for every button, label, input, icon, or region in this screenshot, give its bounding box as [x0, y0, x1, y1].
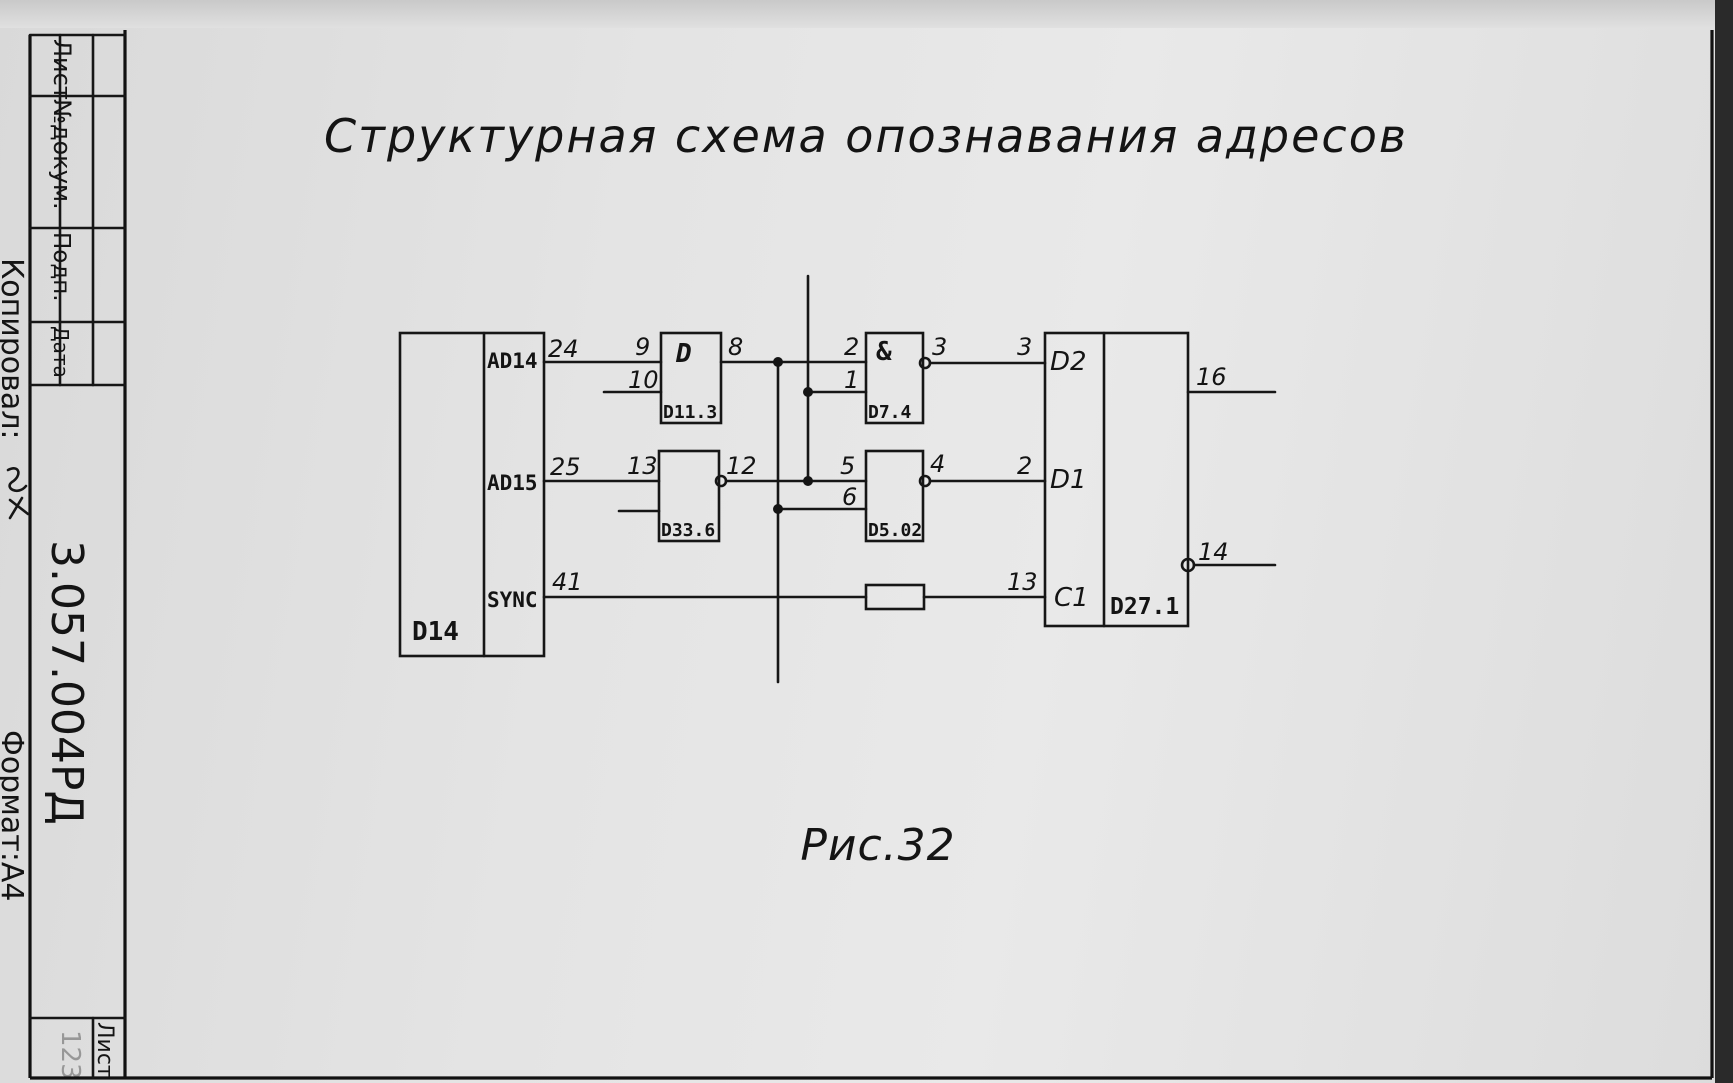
junction-dot: [773, 357, 783, 367]
d11-3-pin-8: 8: [728, 333, 743, 361]
title-stamp: Лист №докум. Подп. Дата 3.057.004РД Копи…: [0, 33, 127, 1080]
schematic: D14 AD14 AD15 SYNC 24 25 41 D D11.3 9 10…: [398, 274, 1277, 684]
paper-right-edge: [1715, 0, 1733, 1083]
d7-4-pin-3: 3: [932, 333, 947, 361]
gate-d5-02-name: D5.02: [868, 520, 922, 541]
stamp-sheet-number: 123: [55, 1030, 85, 1080]
d11-3-pin-9: 9: [635, 333, 650, 361]
figure-caption: Рис.32: [800, 820, 955, 871]
d11-3-pin-10: 10: [628, 366, 659, 394]
stamp-col-list: Лист: [48, 39, 76, 100]
d27-1-pin-14: 14: [1198, 538, 1229, 566]
d27-1-pin-16: 16: [1196, 363, 1227, 391]
stamp-copied: Копировал:: [0, 258, 29, 440]
d27-1-pin-2: 2: [1017, 452, 1032, 480]
d27-1-input-d2: D2: [1050, 347, 1087, 377]
page-title: Структурная схема опознавания адресов: [324, 109, 1408, 163]
d33-6-inversion-dot: [714, 474, 728, 488]
resistor: [864, 583, 926, 611]
d14-pin-label-sync: SYNC: [487, 588, 538, 612]
gate-d7-4-symbol: &: [876, 337, 892, 367]
gate-d11-3: D D11.3 9 10 8: [628, 331, 743, 425]
gate-d7-4: & D7.4 2 1 3: [844, 331, 947, 425]
stamp-col-sign: Подп.: [48, 232, 74, 302]
chip-d27-1: D2 D1 C1 D27.1 3 2 13 16 14: [1007, 331, 1229, 628]
d27-1-input-c1: C1: [1054, 583, 1089, 613]
gate-d7-4-name: D7.4: [868, 402, 912, 423]
d27-1-pin-3: 3: [1017, 333, 1032, 361]
d7-4-pin-1: 1: [844, 366, 859, 394]
copier-signature: [6, 467, 30, 520]
d5-02-pin-4: 4: [930, 450, 945, 478]
junction-dot: [803, 476, 813, 486]
d7-4-inversion-dot: [918, 356, 932, 370]
gate-d33-6-name: D33.6: [661, 520, 715, 541]
d27-1-input-d1: D1: [1050, 465, 1087, 495]
d33-6-pin-12: 12: [726, 452, 757, 480]
drawing-frame: [28, 30, 1714, 1080]
chip-d27-1-name: D27.1: [1110, 594, 1179, 620]
gate-d5-02: D5.02 5 6 4: [840, 449, 945, 543]
d14-pin-num-41: 41: [552, 568, 583, 596]
stamp-doc-code: 3.057.004РД: [41, 540, 92, 825]
d33-6-pin-13: 13: [627, 452, 658, 480]
gate-d11-3-symbol: D: [675, 339, 692, 369]
stamp-sheet-label: Лист: [92, 1022, 117, 1078]
stamp-col-date: Дата: [49, 326, 73, 378]
stamp-col-doc: №докум.: [48, 99, 76, 210]
d27-1-pin-13: 13: [1007, 568, 1038, 596]
junction-dot: [803, 387, 813, 397]
chip-d14-name: D14: [412, 617, 459, 647]
d14-pin-num-24: 24: [548, 335, 579, 363]
d14-pin-label-ad14: AD14: [487, 349, 538, 373]
paper-top-edge: [0, 0, 1733, 28]
d5-02-inversion-dot: [918, 474, 932, 488]
gate-d33-6: D33.6 13 12: [627, 449, 757, 543]
d7-4-pin-2: 2: [844, 333, 859, 361]
d5-02-pin-5: 5: [840, 452, 855, 480]
junction-dot: [773, 504, 783, 514]
d14-pin-label-ad15: AD15: [487, 471, 538, 495]
junctions: [773, 357, 813, 514]
gate-d11-3-name: D11.3: [663, 402, 717, 423]
d14-pin-num-25: 25: [550, 453, 581, 481]
chip-d14: D14 AD14 AD15 SYNC 24 25 41: [398, 331, 583, 658]
wires: [542, 274, 1277, 684]
stamp-format: Формат:А4: [0, 730, 29, 901]
d5-02-pin-6: 6: [842, 483, 857, 511]
